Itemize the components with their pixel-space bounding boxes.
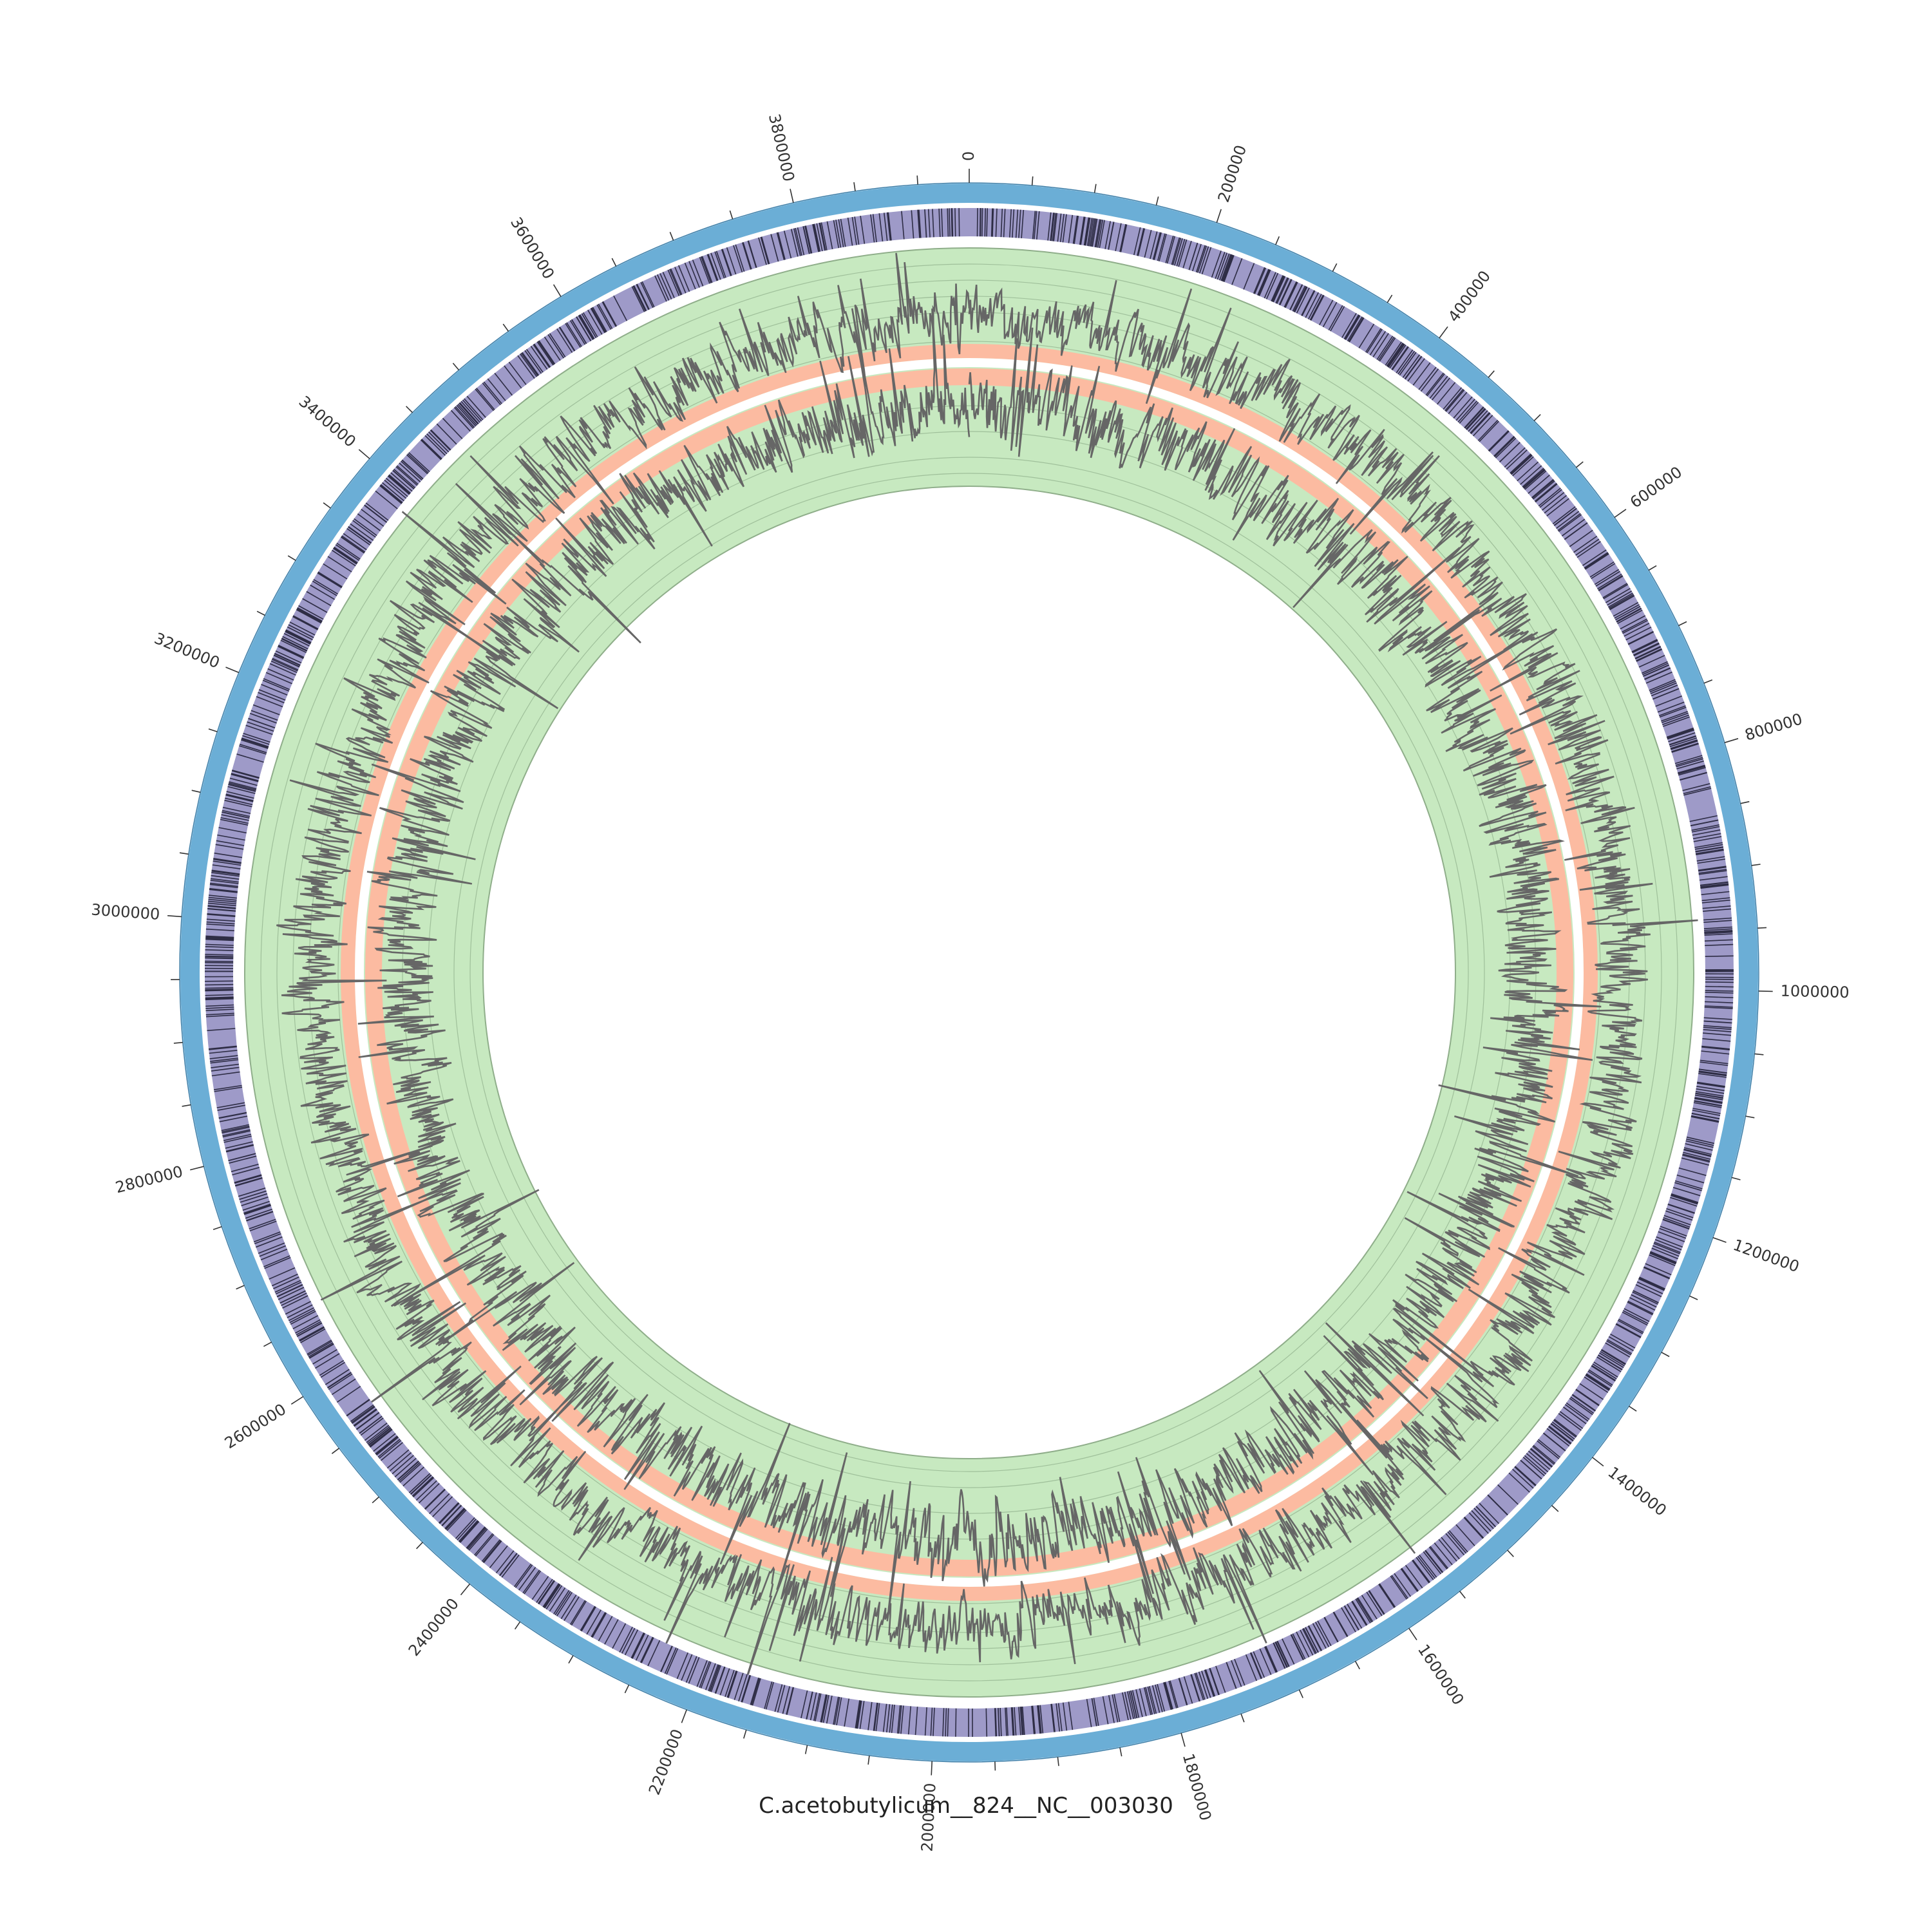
- tick-label: 2600000: [222, 1400, 289, 1452]
- signal-track-background: [244, 247, 1694, 1698]
- tick-label: 2200000: [645, 1727, 687, 1797]
- track-outer-edge: [244, 247, 1694, 1698]
- tick-label: 3600000: [507, 214, 558, 282]
- tick-label: 3000000: [91, 900, 161, 923]
- gene-band: [205, 208, 1734, 1737]
- tick-label: 1800000: [1179, 1752, 1215, 1823]
- gc-band-outer: [341, 344, 1598, 1601]
- guide-ring: [276, 279, 1662, 1665]
- track-inner-edge: [482, 486, 1456, 1459]
- tick-label: 2000000: [918, 1783, 940, 1852]
- tick-label: 600000: [1627, 463, 1685, 512]
- outer-signal-line: [276, 252, 1698, 1686]
- signal-lines: [276, 252, 1698, 1686]
- track-gap: [355, 358, 1584, 1587]
- guide-ring: [469, 473, 1469, 1472]
- tick-label: 2800000: [113, 1162, 184, 1197]
- guide-ring: [337, 341, 1601, 1604]
- backbone-ring: [180, 184, 1758, 1761]
- tick-label: 1000000: [1780, 982, 1850, 1002]
- tick-label: 2400000: [405, 1595, 462, 1659]
- genome-title: C.acetobutylicum__824__NC__003030: [759, 1793, 1173, 1819]
- tick-label: 800000: [1743, 710, 1804, 744]
- tick-label: 1400000: [1604, 1463, 1670, 1520]
- inner-signal-line: [357, 308, 1602, 1622]
- guide-ring: [260, 263, 1678, 1681]
- tick-label: 3400000: [296, 392, 359, 451]
- gene-feature-track: [204, 208, 1734, 1738]
- tick-label: 0: [960, 151, 978, 161]
- tick-label: 1200000: [1730, 1236, 1801, 1276]
- guide-ring: [292, 296, 1646, 1649]
- guide-ring: [453, 457, 1485, 1488]
- tick-label: 3800000: [765, 112, 798, 183]
- tick-label: 200000: [1215, 143, 1250, 205]
- tick-label: 400000: [1444, 267, 1494, 325]
- tick-label: 1600000: [1414, 1641, 1468, 1708]
- tick-marks: [167, 169, 1773, 1776]
- gene-feature-lines: [204, 208, 1734, 1738]
- gc-skew-bands: [341, 344, 1598, 1601]
- tick-label: 3200000: [152, 629, 223, 672]
